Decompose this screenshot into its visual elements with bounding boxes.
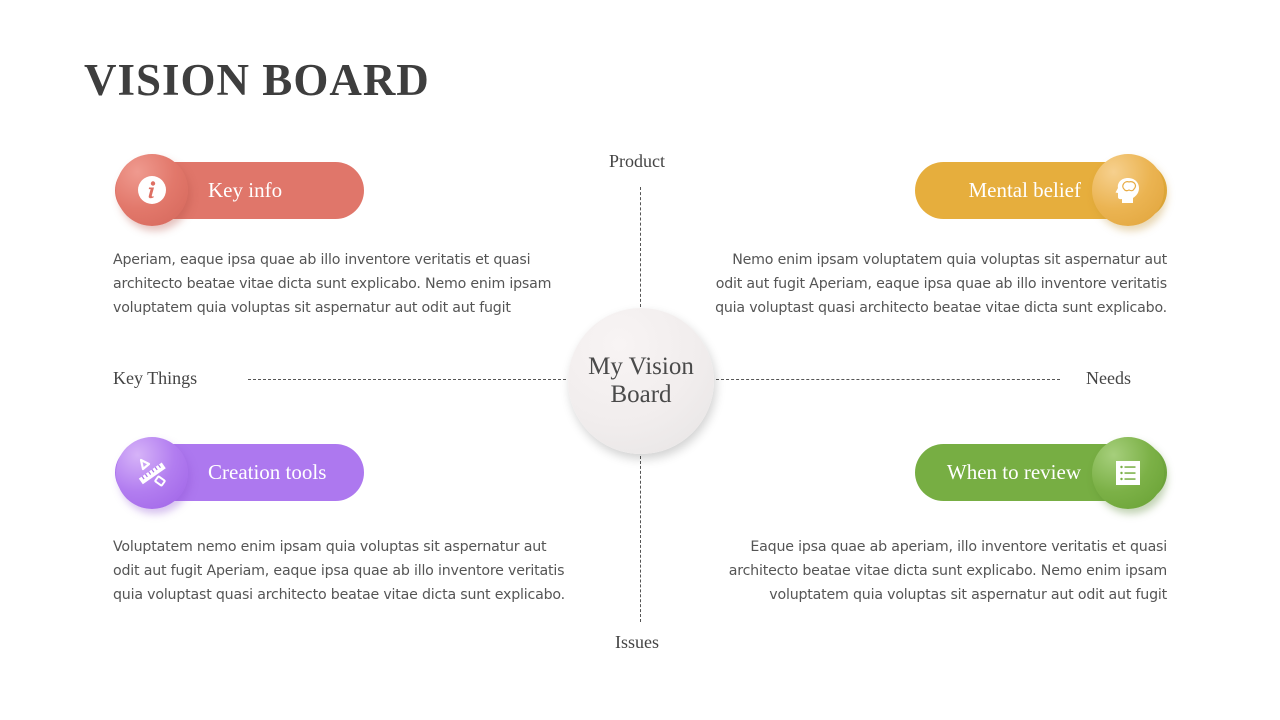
page-title: VISION BOARD bbox=[84, 55, 430, 105]
axis-label-product: Product bbox=[609, 151, 665, 171]
creation-tools-label: Creation tools bbox=[208, 460, 327, 484]
key-info-badge bbox=[116, 154, 188, 226]
axis-label-issues: Issues bbox=[615, 632, 659, 652]
axis-line-top bbox=[640, 187, 641, 307]
mental-belief-label: Mental belief bbox=[968, 178, 1081, 202]
ruler-pencil-icon bbox=[138, 458, 166, 487]
when-to-review-description: Eaque ipsa quae ab aperiam, illo invento… bbox=[728, 539, 1167, 603]
axis-line-right bbox=[716, 379, 1060, 380]
mental-belief-description: Nemo enim ipsam voluptatem quia voluptas… bbox=[715, 252, 1167, 316]
brain-head-icon bbox=[1115, 178, 1139, 203]
checklist-icon bbox=[1116, 461, 1140, 485]
mental-belief-badge bbox=[1092, 154, 1164, 226]
axis-label-needs: Needs bbox=[1086, 368, 1131, 388]
creation-tools-description: Voluptatem nemo enim ipsam quia voluptas… bbox=[113, 539, 565, 603]
key-info-description: Aperiam, eaque ipsa quae ab illo invento… bbox=[113, 252, 552, 316]
creation-tools-badge bbox=[116, 437, 188, 509]
axis-line-left bbox=[248, 379, 566, 380]
center-circle: My Vision Board bbox=[568, 308, 714, 454]
when-to-review-label: When to review bbox=[946, 460, 1081, 484]
when-to-review-badge bbox=[1092, 437, 1164, 509]
center-title-line1: My Vision bbox=[588, 353, 694, 380]
center-title-line2: Board bbox=[610, 381, 672, 408]
info-icon bbox=[138, 176, 166, 204]
key-info-label: Key info bbox=[208, 178, 283, 202]
axis-line-bottom bbox=[640, 456, 641, 622]
axis-label-key-things: Key Things bbox=[113, 368, 198, 388]
